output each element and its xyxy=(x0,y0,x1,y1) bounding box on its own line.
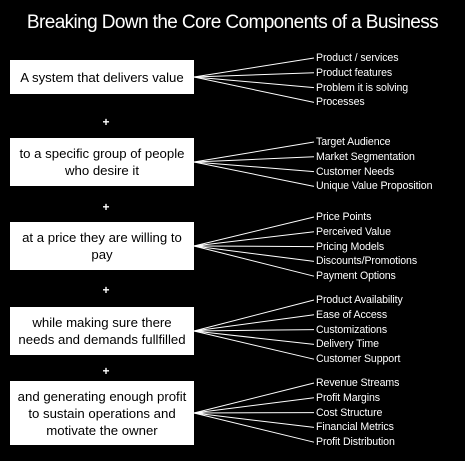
component-item: Unique Value Proposition xyxy=(316,180,433,193)
component-item: Product Availability xyxy=(316,294,403,306)
component-box-4: while making sure there needs and demand… xyxy=(10,307,194,355)
component-item: Profit Margins xyxy=(316,391,380,404)
connector-line xyxy=(193,412,315,428)
component-item: Ease of Access xyxy=(316,308,388,321)
component-item: Perceived Value xyxy=(316,225,391,238)
component-item: Product features xyxy=(316,66,393,79)
connector-line xyxy=(193,231,315,247)
component-box-1: A system that delivers value xyxy=(10,60,194,94)
connector-line xyxy=(193,397,315,414)
plus-sign: + xyxy=(102,200,110,214)
connector-line xyxy=(193,57,315,78)
component-box-2: to a specific group of people who desire… xyxy=(10,138,194,186)
connector-line xyxy=(193,245,315,262)
component-box-5: and generating enough profit to sustain … xyxy=(10,381,194,445)
connector-line xyxy=(193,314,315,332)
connector-line xyxy=(193,412,315,443)
component-item: Payment Options xyxy=(316,270,396,283)
component-item: Market Segmentation xyxy=(316,150,415,163)
connector-line xyxy=(193,161,315,187)
connector-line xyxy=(193,76,315,103)
component-item: Profit Distribution xyxy=(316,436,395,449)
plus-sign: + xyxy=(102,115,110,129)
component-box-text: A system that delivers value xyxy=(20,69,184,85)
connector-line xyxy=(193,299,315,332)
connector-line xyxy=(193,330,315,360)
connector-line xyxy=(193,141,315,163)
connector-line xyxy=(193,161,315,173)
component-item: Problem it is solving xyxy=(316,81,409,94)
connector-line xyxy=(193,330,315,345)
component-item: Discounts/Promotions xyxy=(316,255,418,268)
component-item: Processes xyxy=(316,96,365,109)
connector-line xyxy=(193,156,315,163)
component-box-text: while making sure there needs and demand… xyxy=(18,315,186,347)
connector-line xyxy=(193,216,315,247)
component-item: Product / services xyxy=(316,52,399,64)
component-item: Customer Needs xyxy=(316,165,395,178)
component-item: Delivery Time xyxy=(316,338,379,351)
component-item: Price Points xyxy=(316,211,372,223)
component-box-3: at a price they are willing to pay xyxy=(10,222,194,270)
component-item: Revenue Streams xyxy=(316,377,400,389)
component-item: Pricing Models xyxy=(316,240,385,253)
connector-line xyxy=(193,382,315,414)
component-box-text: to a specific group of people who desire… xyxy=(19,146,185,178)
connector-line xyxy=(193,76,315,89)
component-item: Customizations xyxy=(316,323,388,336)
component-item: Target Audience xyxy=(316,136,391,148)
connector-line xyxy=(193,245,315,248)
component-box-text: at a price they are willing to pay xyxy=(22,230,182,262)
component-box-text: and generating enough profit to sustain … xyxy=(17,388,187,438)
plus-sign: + xyxy=(102,283,110,297)
component-item: Customer Support xyxy=(316,353,401,366)
connector-line xyxy=(193,72,315,78)
connector-line xyxy=(193,329,315,332)
component-item: Cost Structure xyxy=(316,406,383,419)
connector-line xyxy=(193,245,315,277)
diagram-title: Breaking Down the Core Components of a B… xyxy=(26,12,439,33)
component-item: Financial Metrics xyxy=(316,421,394,434)
plus-sign: + xyxy=(102,364,110,378)
